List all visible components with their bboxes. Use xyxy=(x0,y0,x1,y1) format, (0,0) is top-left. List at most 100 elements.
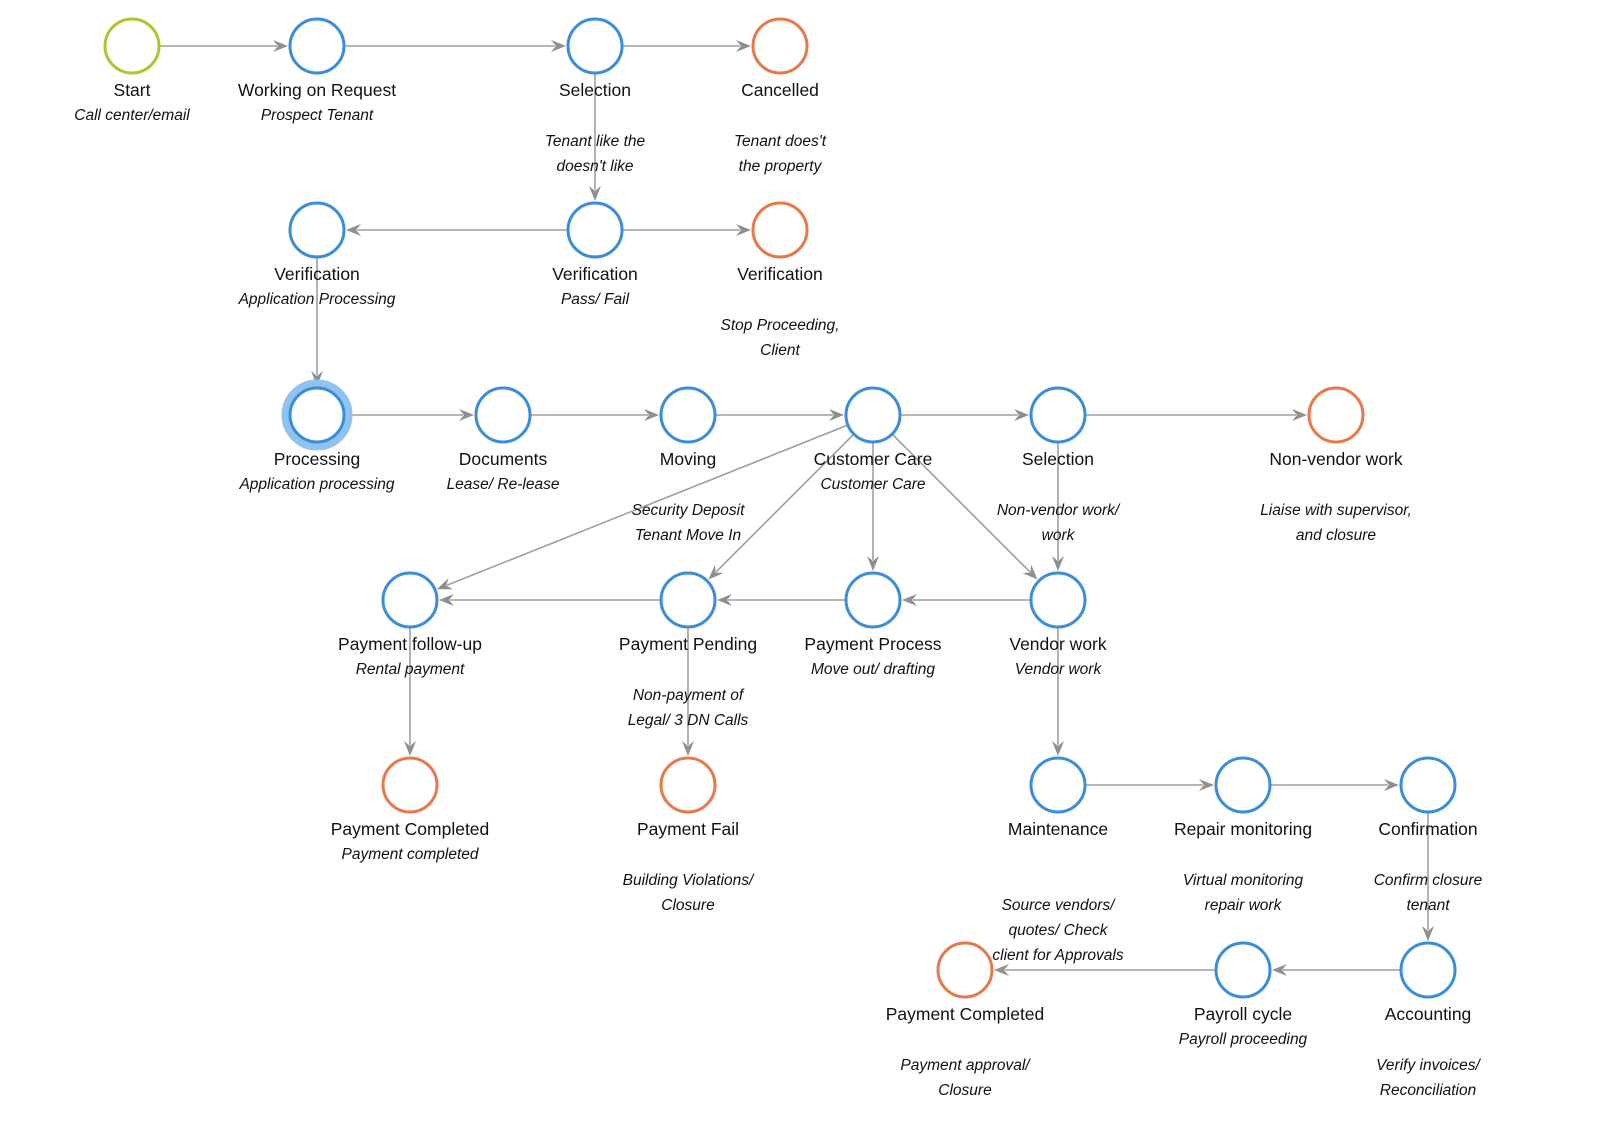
node-label: Documents xyxy=(459,449,548,469)
edge-confirmation-to-accounting xyxy=(1422,813,1434,941)
state-circle-icon[interactable] xyxy=(1029,571,1087,629)
state-circle-icon[interactable] xyxy=(474,386,532,444)
node-label: Payment follow-up xyxy=(338,634,482,654)
node-sublabel: Move out/ drafting xyxy=(811,661,935,678)
state-circle-icon[interactable] xyxy=(844,571,902,629)
state-circle-icon[interactable] xyxy=(659,386,717,444)
state-circle-icon[interactable] xyxy=(381,571,439,629)
node-sublabel: Payroll proceeding xyxy=(1179,1031,1308,1048)
state-circle-icon[interactable] xyxy=(751,201,809,259)
state-circle-icon[interactable] xyxy=(659,571,717,629)
node-label: Processing xyxy=(274,449,361,469)
arrowhead-icon xyxy=(273,40,288,52)
note-line: Verify invoices/ xyxy=(1376,1057,1481,1074)
node-moving[interactable]: Moving xyxy=(659,386,717,469)
node-pay_fail[interactable]: Payment Fail xyxy=(637,756,739,839)
node-sublabel: Rental payment xyxy=(356,661,465,678)
edge-verif_app-to-processing xyxy=(311,258,323,386)
note-pay-fail: Building Violations/Closure xyxy=(623,872,755,914)
node-repair[interactable]: Repair monitoring xyxy=(1174,756,1312,839)
note-line: Stop Proceeding, xyxy=(721,317,840,334)
node-selection1[interactable]: Selection xyxy=(559,17,631,100)
state-circle-icon[interactable] xyxy=(936,941,994,999)
node-sublabel: Vendor work xyxy=(1015,661,1103,678)
node-pay_completed2[interactable]: Payment Completed xyxy=(886,941,1045,1024)
edge-line xyxy=(892,434,1031,573)
state-circle-icon[interactable] xyxy=(288,17,346,75)
state-circle-icon[interactable] xyxy=(1307,386,1365,444)
node-sublabel: Pass/ Fail xyxy=(561,291,630,308)
state-circle-icon[interactable] xyxy=(103,17,161,75)
arrowhead-icon xyxy=(717,594,732,606)
edge-working-to-selection1 xyxy=(345,40,566,52)
node-maintenance[interactable]: Maintenance xyxy=(1008,756,1108,839)
note-line: the property xyxy=(739,158,823,175)
arrowhead-icon xyxy=(867,556,879,571)
edge-moving-to-customer_care xyxy=(716,409,844,421)
arrowhead-icon xyxy=(708,564,724,580)
node-sublabel: Application processing xyxy=(238,476,394,493)
edge-line xyxy=(446,424,848,586)
node-label: Non-vendor work xyxy=(1269,449,1402,469)
edge-line xyxy=(715,434,854,573)
state-circle-icon[interactable] xyxy=(659,756,717,814)
edge-accounting-to-payroll xyxy=(1272,964,1400,976)
note-line: client for Approvals xyxy=(992,947,1123,964)
state-circle-icon[interactable] xyxy=(566,201,624,259)
node-sublabel: Prospect Tenant xyxy=(261,107,374,124)
edges-layer xyxy=(160,40,1434,976)
node-label: Accounting xyxy=(1385,1004,1472,1024)
state-circle-icon[interactable] xyxy=(751,17,809,75)
node-label: Selection xyxy=(1022,449,1094,469)
node-label: Cancelled xyxy=(741,80,819,100)
note-line: quotes/ Check xyxy=(1008,922,1108,939)
arrowhead-icon xyxy=(589,186,601,201)
node-confirmation[interactable]: Confirmation xyxy=(1378,756,1478,839)
node-cancelled[interactable]: Cancelled xyxy=(741,17,819,100)
edge-vendor_work-to-maintenance xyxy=(1052,628,1064,756)
node-verif_stop[interactable]: Verification xyxy=(737,201,823,284)
edge-documents-to-moving xyxy=(531,409,659,421)
arrowhead-icon xyxy=(404,741,416,756)
arrowhead-icon xyxy=(829,409,844,421)
note-line: tenant xyxy=(1406,897,1450,914)
state-circle-icon[interactable] xyxy=(1029,386,1087,444)
node-accounting[interactable]: Accounting xyxy=(1385,941,1472,1024)
node-pay_pending[interactable]: Payment Pending xyxy=(619,571,757,654)
node-sublabel: Application Processing xyxy=(238,291,396,308)
note-line: Source vendors/ xyxy=(1002,897,1117,914)
state-circle-icon[interactable] xyxy=(1214,941,1272,999)
state-circle-icon[interactable] xyxy=(381,756,439,814)
state-circle-icon[interactable] xyxy=(566,17,624,75)
arrowhead-icon xyxy=(1014,409,1029,421)
note-cancelled: Tenant does't the property xyxy=(734,133,827,175)
state-circle-icon[interactable] xyxy=(1214,756,1272,814)
note-line: Tenant Move In xyxy=(635,527,741,544)
state-circle-icon[interactable] xyxy=(288,201,346,259)
state-circle-icon[interactable] xyxy=(1029,756,1087,814)
arrowhead-icon xyxy=(439,594,454,606)
state-circle-icon[interactable] xyxy=(1399,941,1457,999)
state-circle-icon[interactable] xyxy=(1399,756,1457,814)
state-circle-icon[interactable] xyxy=(844,386,902,444)
note-line: Tenant does't xyxy=(734,133,827,150)
node-selection2[interactable]: Selection xyxy=(1022,386,1094,469)
edge-maintenance-to-repair xyxy=(1086,779,1214,791)
node-nonvendor[interactable]: Non-vendor work xyxy=(1269,386,1403,469)
arrowhead-icon xyxy=(311,371,323,386)
state-circle-icon[interactable] xyxy=(288,386,346,444)
